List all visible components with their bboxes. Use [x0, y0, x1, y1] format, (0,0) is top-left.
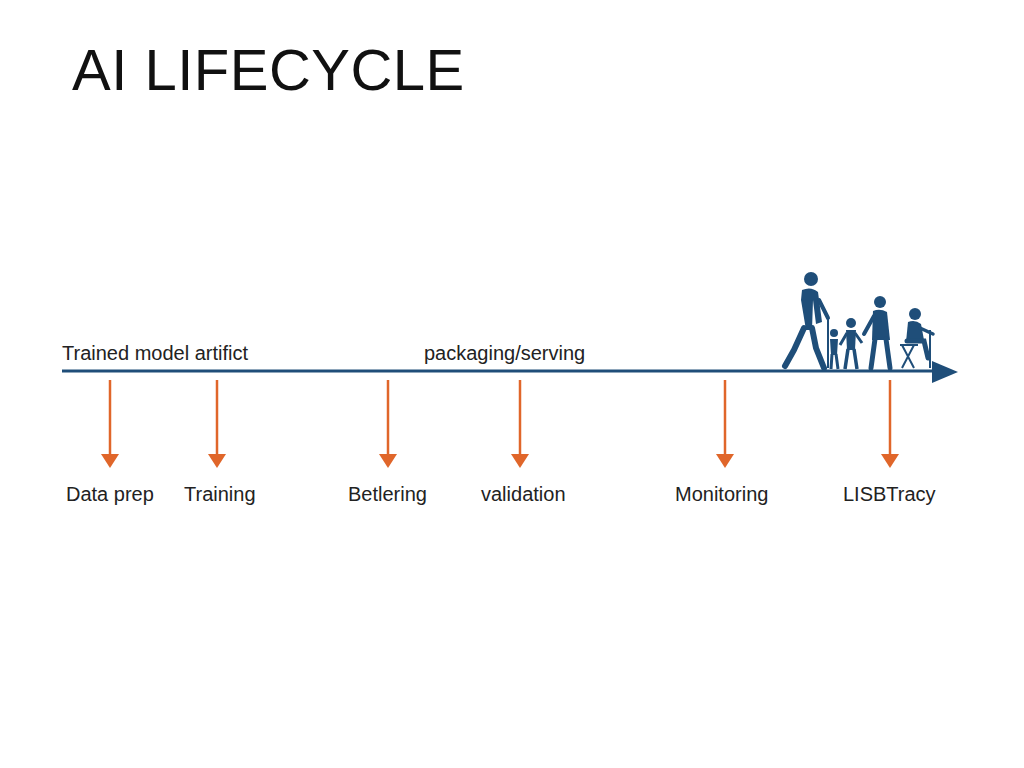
people-silhouettes [785, 272, 933, 369]
timeline-line [62, 370, 938, 373]
stage-label: Data prep [66, 483, 154, 506]
artifact-label: Trained model artifict [62, 342, 248, 365]
stage-arrows [101, 380, 899, 468]
stage-label: Training [184, 483, 256, 506]
serving-label: packaging/serving [424, 342, 585, 365]
stage-label: Monitoring [675, 483, 768, 506]
stage-label: Betlering [348, 483, 427, 506]
stage-label: validation [481, 483, 566, 506]
diagram-title: AI LIFECYCLE [72, 36, 465, 103]
stage-label: LISBTracy [843, 483, 936, 506]
timeline-arrowhead [932, 361, 958, 383]
